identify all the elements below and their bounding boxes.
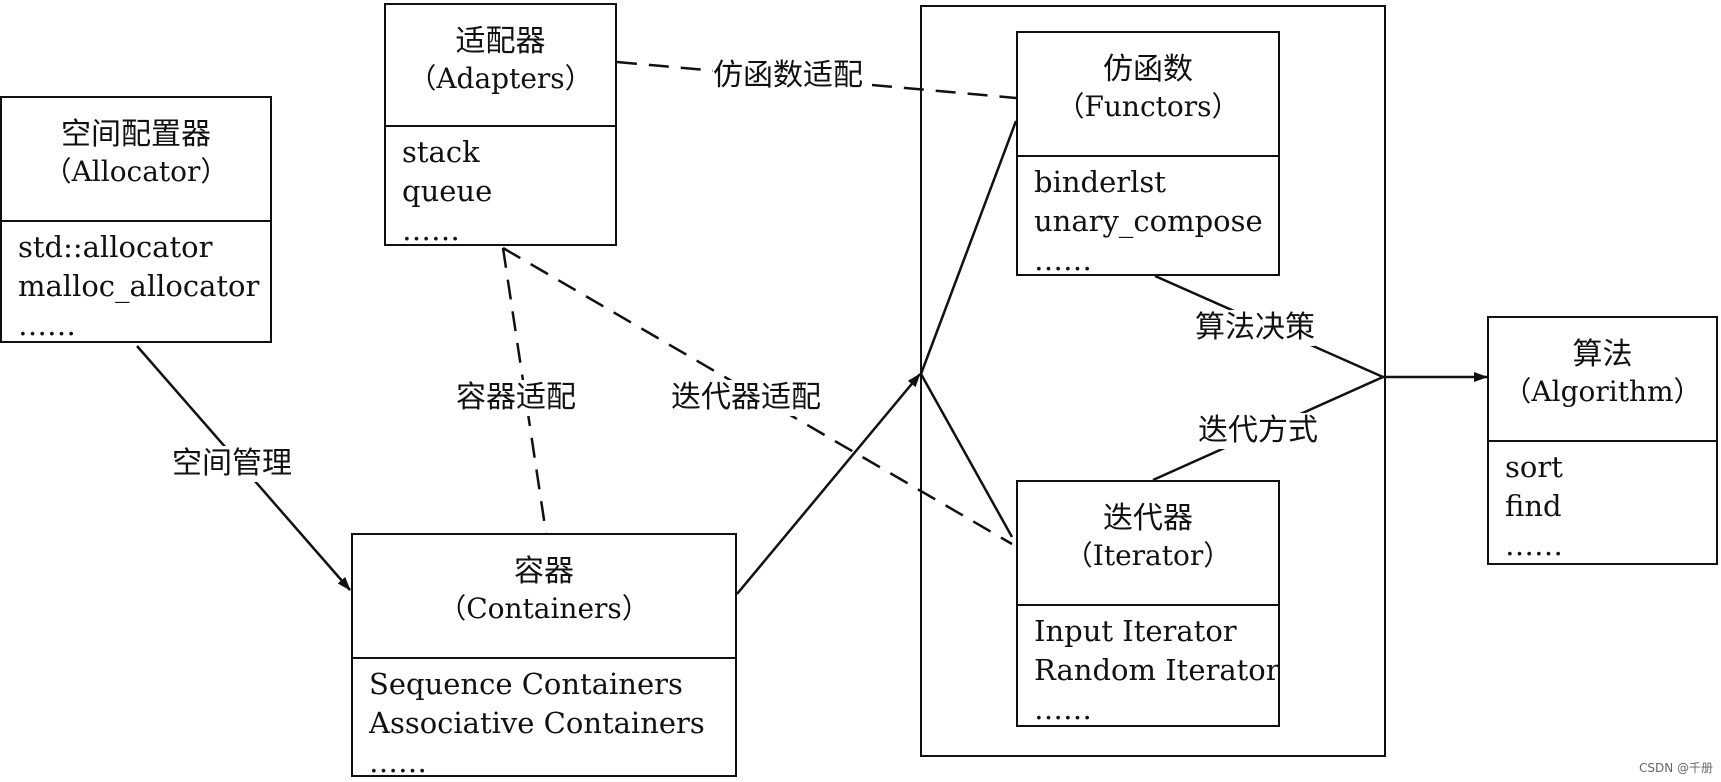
iteration-mode-label: 迭代方式 — [1198, 413, 1318, 449]
iterator-items: Input Iterator Random Iterator …… — [1018, 606, 1280, 729]
list-item: …… — [18, 308, 76, 342]
functors-title: 仿函数 — [1103, 52, 1193, 87]
allocator-items: std::allocator malloc_allocator …… — [2, 222, 270, 345]
functors-header: 仿函数 （Functors） — [1018, 33, 1278, 157]
list-item: Random Iterator — [1034, 653, 1280, 687]
space-management-label: 空间管理 — [172, 446, 292, 482]
list-item: std::allocator — [18, 230, 213, 264]
list-item: …… — [369, 745, 427, 779]
list-item: …… — [1034, 692, 1092, 726]
iterator-title: 迭代器 — [1103, 501, 1193, 536]
list-item: Sequence Containers — [369, 667, 683, 701]
group-to-functors-line — [919, 120, 1018, 375]
watermark: CSDN @千册 — [1638, 761, 1713, 775]
container-adapt-label: 容器适配 — [456, 380, 576, 416]
containers-box: 容器 （Containers） Sequence Containers Asso… — [351, 533, 737, 779]
list-item: Input Iterator — [1034, 614, 1237, 648]
containers-subtitle: （Containers） — [438, 592, 650, 625]
list-item: unary_compose — [1034, 204, 1263, 238]
algorithm-decision-label: 算法决策 — [1195, 310, 1315, 346]
functors-items: binderlst unary_compose …… — [1018, 157, 1278, 280]
list-item: …… — [1505, 528, 1563, 562]
list-item: stack — [402, 135, 480, 169]
adapters-title: 适配器 — [455, 24, 546, 59]
allocator-title: 空间配置器 — [61, 117, 211, 152]
allocator-header: 空间配置器 （Allocator） — [2, 98, 270, 222]
algorithm-title: 算法 — [1572, 337, 1633, 372]
algorithm-subtitle: （Algorithm） — [1503, 375, 1702, 408]
adapters-box: 适配器 （Adapters） stack queue …… — [384, 3, 617, 247]
adapters-header: 适配器 （Adapters） — [386, 5, 615, 127]
list-item: malloc_allocator — [18, 269, 260, 303]
containers-title: 容器 — [514, 554, 574, 589]
list-item: …… — [1034, 243, 1092, 277]
functors-box: 仿函数 （Functors） binderlst unary_compose …… — [1016, 31, 1280, 277]
adapters-subtitle: （Adapters） — [408, 62, 593, 95]
functor-adapt-label: 仿函数适配 — [713, 58, 863, 94]
algorithm-header: 算法 （Algorithm） — [1489, 318, 1716, 442]
iterator-adapt-label: 迭代器适配 — [671, 380, 821, 416]
list-item: queue — [402, 174, 493, 208]
iterator-subtitle: （Iterator） — [1064, 539, 1232, 572]
allocator-box: 空间配置器 （Allocator） std::allocator malloc_… — [0, 96, 272, 343]
list-item: binderlst — [1034, 165, 1166, 199]
group-to-iterator-line — [919, 373, 1014, 538]
list-item: find — [1505, 489, 1562, 523]
allocator-subtitle: （Allocator） — [43, 155, 229, 188]
list-item: Associative Containers — [369, 706, 705, 740]
functors-subtitle: （Functors） — [1056, 90, 1240, 123]
algorithm-box: 算法 （Algorithm） sort find …… — [1487, 316, 1718, 565]
list-item: sort — [1505, 450, 1563, 484]
containers-items: Sequence Containers Associative Containe… — [353, 659, 735, 782]
algorithm-items: sort find …… — [1489, 442, 1716, 565]
containers-header: 容器 （Containers） — [353, 535, 735, 659]
list-item: …… — [402, 213, 460, 247]
iterator-box: 迭代器 （Iterator） Input Iterator Random Ite… — [1016, 480, 1280, 727]
functor-iterator-group-frame — [920, 5, 1386, 757]
adapters-items: stack queue …… — [386, 127, 615, 250]
iterator-header: 迭代器 （Iterator） — [1018, 482, 1278, 606]
containers-to-group-arrow — [736, 373, 921, 595]
